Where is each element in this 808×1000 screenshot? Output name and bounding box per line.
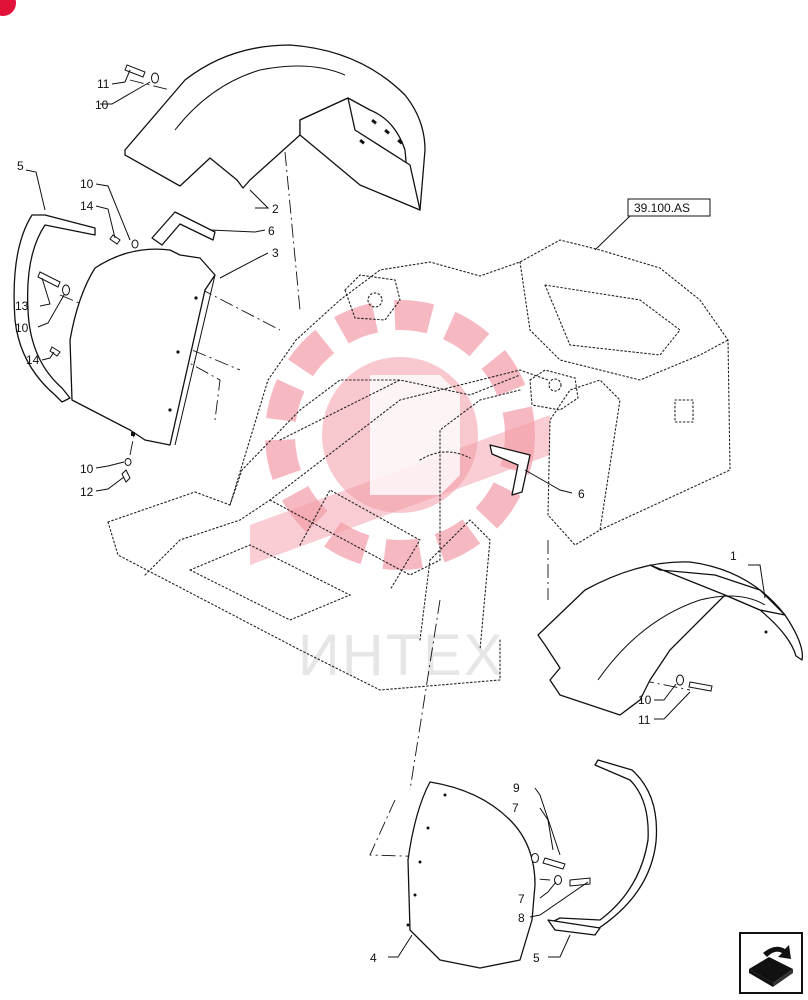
part-2-rear-fender — [124, 44, 426, 211]
reference-box-label[interactable]: 39.100.AS — [634, 201, 690, 215]
callout-10-low: 10 — [80, 462, 94, 476]
part-4-lower-panel — [406, 781, 536, 969]
part-5-strap-left — [13, 214, 96, 403]
callout-4: 4 — [370, 951, 377, 965]
watermark-text: ИНТЕХ — [298, 623, 504, 688]
callout-6-lower: 6 — [578, 487, 585, 501]
part-1-front-fender — [537, 561, 804, 716]
callout-7-upper: 7 — [512, 801, 519, 815]
callout-leaders — [25, 69, 766, 958]
callout-14-upper: 14 — [80, 199, 94, 213]
navigation-button[interactable] — [739, 932, 803, 994]
navigation-arrow-icon — [749, 945, 793, 987]
callout-3: 3 — [272, 246, 279, 260]
callout-7-lower: 7 — [518, 892, 525, 906]
callout-2: 2 — [272, 202, 279, 216]
callout-13: 13 — [15, 299, 29, 313]
reference-box[interactable]: 39.100.AS — [594, 198, 711, 251]
callout-11-right: 11 — [638, 713, 651, 727]
callout-5-left: 5 — [17, 159, 24, 173]
tractor-frame — [107, 239, 731, 691]
callout-11-top: 11 — [97, 77, 110, 91]
callout-8: 8 — [518, 911, 525, 925]
callout-14-lower: 14 — [26, 353, 40, 367]
callout-10-top: 10 — [95, 98, 109, 112]
callout-9: 9 — [513, 781, 520, 795]
part-6-bracket-lower — [489, 444, 531, 496]
callout-12: 12 — [80, 485, 94, 499]
callout-10-mid: 10 — [15, 321, 29, 335]
hardware — [37, 64, 713, 887]
callout-5-right: 5 — [533, 951, 540, 965]
part-6-bracket-upper — [151, 211, 216, 246]
callout-6-upper: 6 — [268, 224, 275, 238]
watermark-logo: ИНТЕХ — [250, 300, 550, 688]
callout-1: 1 — [730, 549, 737, 563]
part-3-fender-panel — [69, 248, 216, 446]
callout-10-upper: 10 — [80, 177, 94, 191]
part-5-strap-right — [547, 759, 658, 936]
callout-labels: 1 2 3 4 5 5 6 6 7 7 8 9 10 10 10 10 10 1… — [15, 77, 737, 965]
corner-badge — [0, 0, 16, 16]
callout-10-right: 10 — [638, 693, 652, 707]
